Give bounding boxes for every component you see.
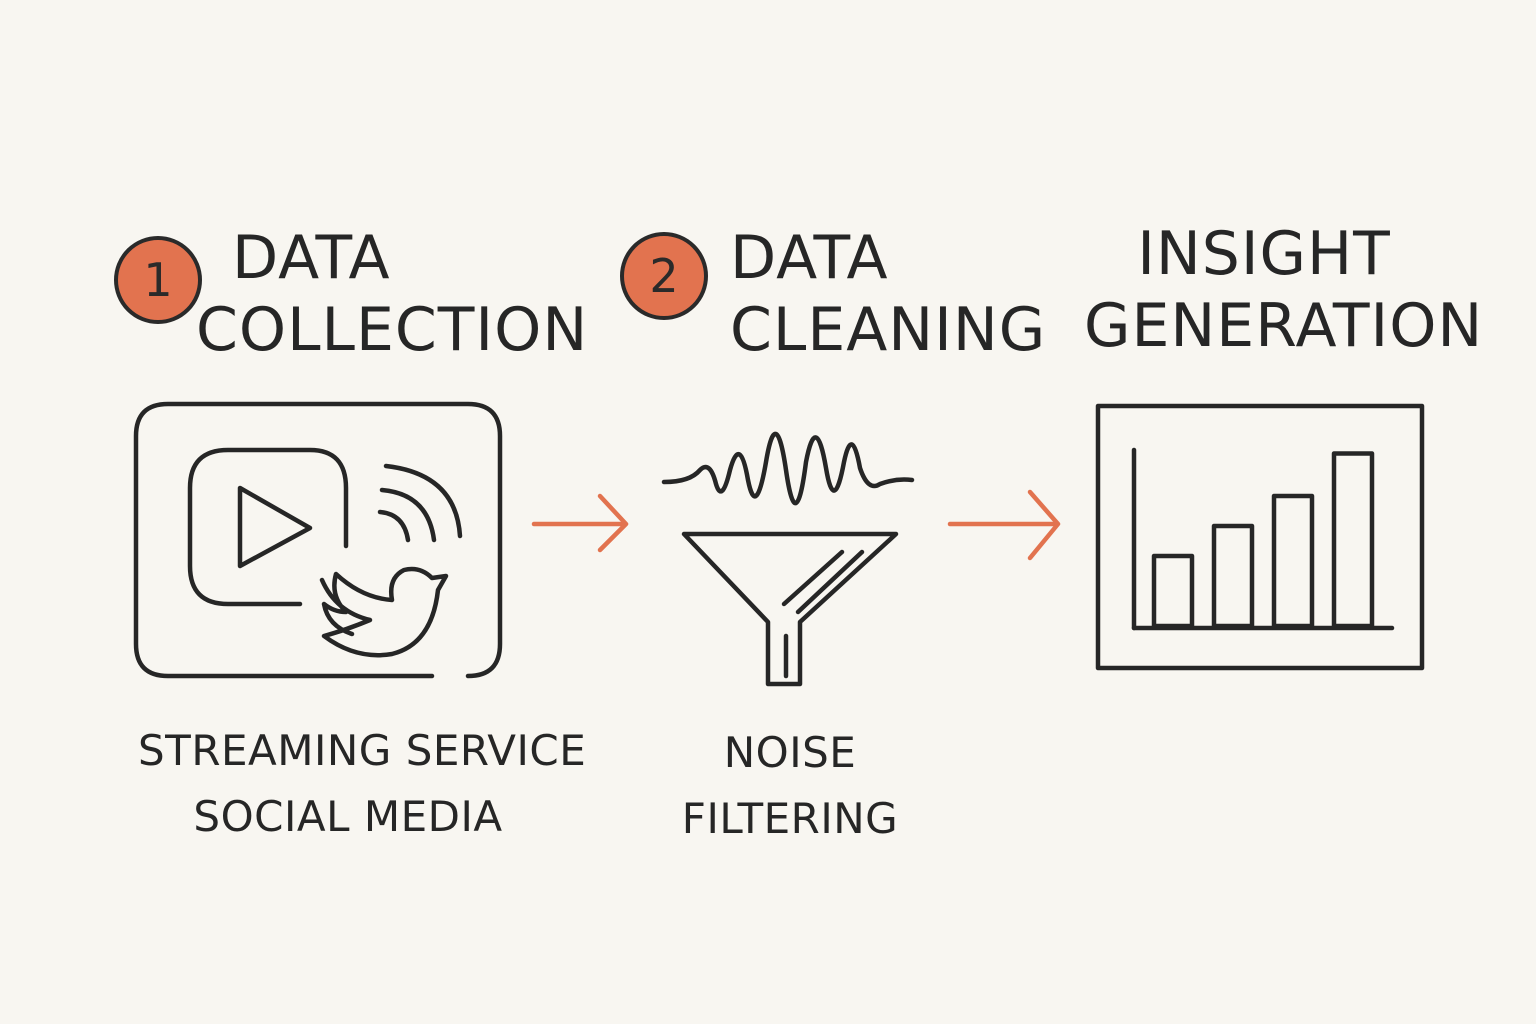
play-triangle-icon xyxy=(237,485,313,569)
stage-3-title-line-2: GENERATION xyxy=(1084,291,1484,361)
chart-bar-1 xyxy=(1151,553,1195,629)
play-screen-icon xyxy=(187,447,349,607)
stage-2-caption-line-1: NOISE xyxy=(723,728,857,777)
stage-1-number-badge: 1 xyxy=(114,236,202,324)
stage-2-caption: NOISE FILTERING xyxy=(640,720,940,852)
stage-2-title-line-1: DATA xyxy=(730,223,889,293)
stage-1-title: DATA COLLECTION xyxy=(196,222,588,366)
chart-frame xyxy=(1095,403,1425,671)
stage-2-title-line-2: CLEANING xyxy=(730,295,1047,365)
stage-1-number: 1 xyxy=(143,253,173,307)
stage-2-title: DATA CLEANING xyxy=(730,222,1046,366)
stage-1-caption: STREAMING SERVICE SOCIAL MEDIA xyxy=(138,718,587,850)
stage-2-number: 2 xyxy=(649,249,679,303)
stage-2-number-badge: 2 xyxy=(620,232,708,320)
stage-3-title-line-1: INSIGHT xyxy=(1137,219,1391,289)
arrow-1-icon xyxy=(531,493,629,553)
bird-icon xyxy=(319,566,449,658)
stage-1-title-line-1: DATA xyxy=(232,223,391,293)
signal-arc-1-icon xyxy=(377,509,411,543)
stage-1-title-line-2: COLLECTION xyxy=(196,295,589,365)
chart-bar-2 xyxy=(1211,523,1255,629)
stage-1-caption-line-2: SOCIAL MEDIA xyxy=(193,792,503,841)
signal-arc-3-icon xyxy=(383,463,463,539)
chart-bar-3 xyxy=(1271,493,1315,629)
chart-bar-4 xyxy=(1331,451,1375,629)
funnel-highlight-2 xyxy=(795,549,865,615)
stage-1-frame xyxy=(133,401,503,679)
funnel-highlight-1 xyxy=(781,549,845,607)
signal-arc-2-icon xyxy=(379,487,437,543)
chart-bars xyxy=(1151,451,1375,629)
funnel-icon xyxy=(681,531,899,687)
stage-3-title: INSIGHT GENERATION xyxy=(1084,218,1484,362)
stage-1-caption-line-1: STREAMING SERVICE xyxy=(138,726,587,775)
noise-wave-icon xyxy=(661,431,915,506)
stage-2-caption-line-2: FILTERING xyxy=(681,794,899,843)
arrow-2-icon xyxy=(947,489,1061,561)
